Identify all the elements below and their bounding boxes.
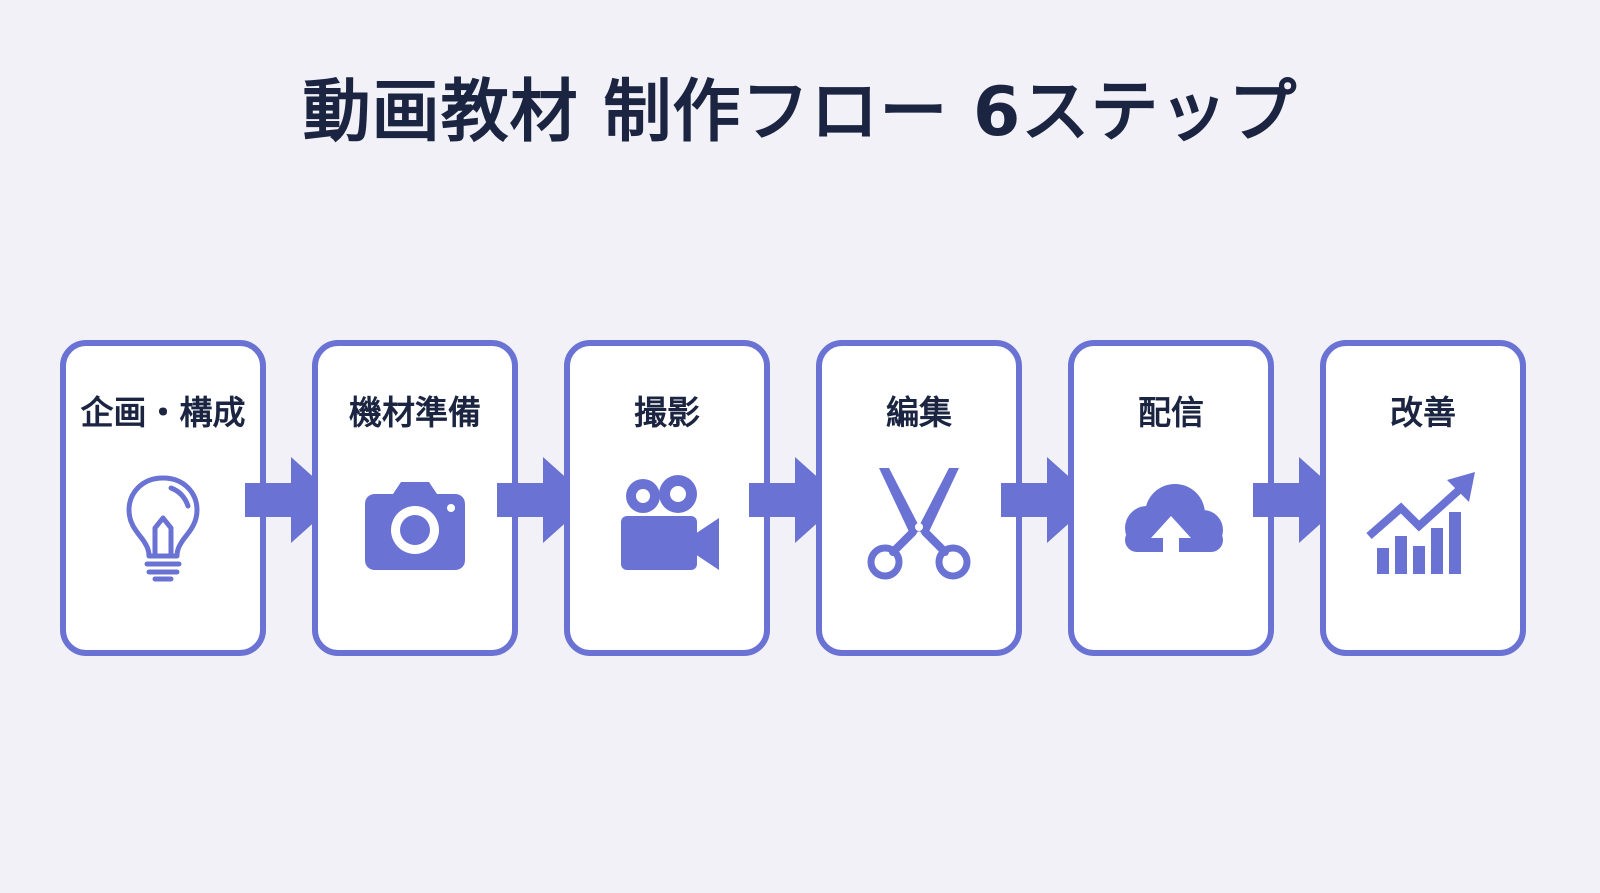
cloud-upload-icon	[1111, 464, 1231, 584]
growth-chart-icon	[1363, 464, 1483, 584]
step-card-editing: 編集	[816, 340, 1022, 656]
arrow-icon	[999, 455, 1099, 545]
diagram-title: 動画教材 制作フロー 6ステップ	[302, 73, 1298, 152]
step-label: 撮影	[634, 393, 700, 432]
step-label: 配信	[1138, 393, 1204, 432]
arrow-icon	[495, 455, 595, 545]
step-card-equipment: 機材準備	[312, 340, 518, 656]
camera-icon	[355, 464, 475, 584]
step-label: 企画・構成	[80, 393, 246, 432]
lightbulb-icon	[103, 464, 223, 584]
step-label: 改善	[1390, 393, 1456, 432]
step-card-improvement: 改善	[1320, 340, 1526, 656]
step-card-planning: 企画・構成	[60, 340, 266, 656]
arrow-icon	[1251, 455, 1351, 545]
step-label: 機材準備	[349, 393, 481, 432]
step-card-shooting: 撮影	[564, 340, 770, 656]
arrow-icon	[747, 455, 847, 545]
step-card-distribution: 配信	[1068, 340, 1274, 656]
video-camera-icon	[607, 464, 727, 584]
scissors-icon	[859, 464, 979, 584]
arrow-icon	[243, 455, 343, 545]
step-label: 編集	[886, 393, 952, 432]
